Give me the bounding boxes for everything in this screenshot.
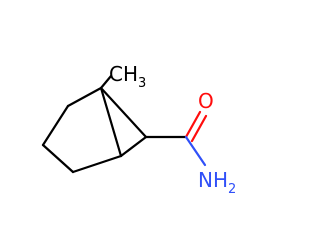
bond-c1-c2 bbox=[66, 86, 103, 108]
bond-c5-c6 bbox=[119, 135, 148, 158]
bond-c3-c4 bbox=[41, 143, 75, 174]
bond-c1-c6 bbox=[99, 86, 148, 139]
bond-c2-c3 bbox=[41, 104, 70, 147]
oxygen-label: O bbox=[198, 89, 214, 113]
bond-carbonyl-oxygen-b bbox=[190, 114, 208, 143]
bond-c1-c5 bbox=[99, 86, 123, 158]
amide-nitrogen-label: NH2 bbox=[198, 168, 236, 197]
bond-c4-c5 bbox=[71, 154, 123, 174]
bond-carbonyl-nitrogen bbox=[184, 135, 207, 167]
bond-c1-methyl bbox=[99, 74, 113, 90]
structural-formula: CH3 O NH2 bbox=[41, 62, 236, 197]
methyl-label: CH3 bbox=[109, 62, 146, 91]
bond-carbonyl-oxygen-a bbox=[184, 110, 202, 139]
